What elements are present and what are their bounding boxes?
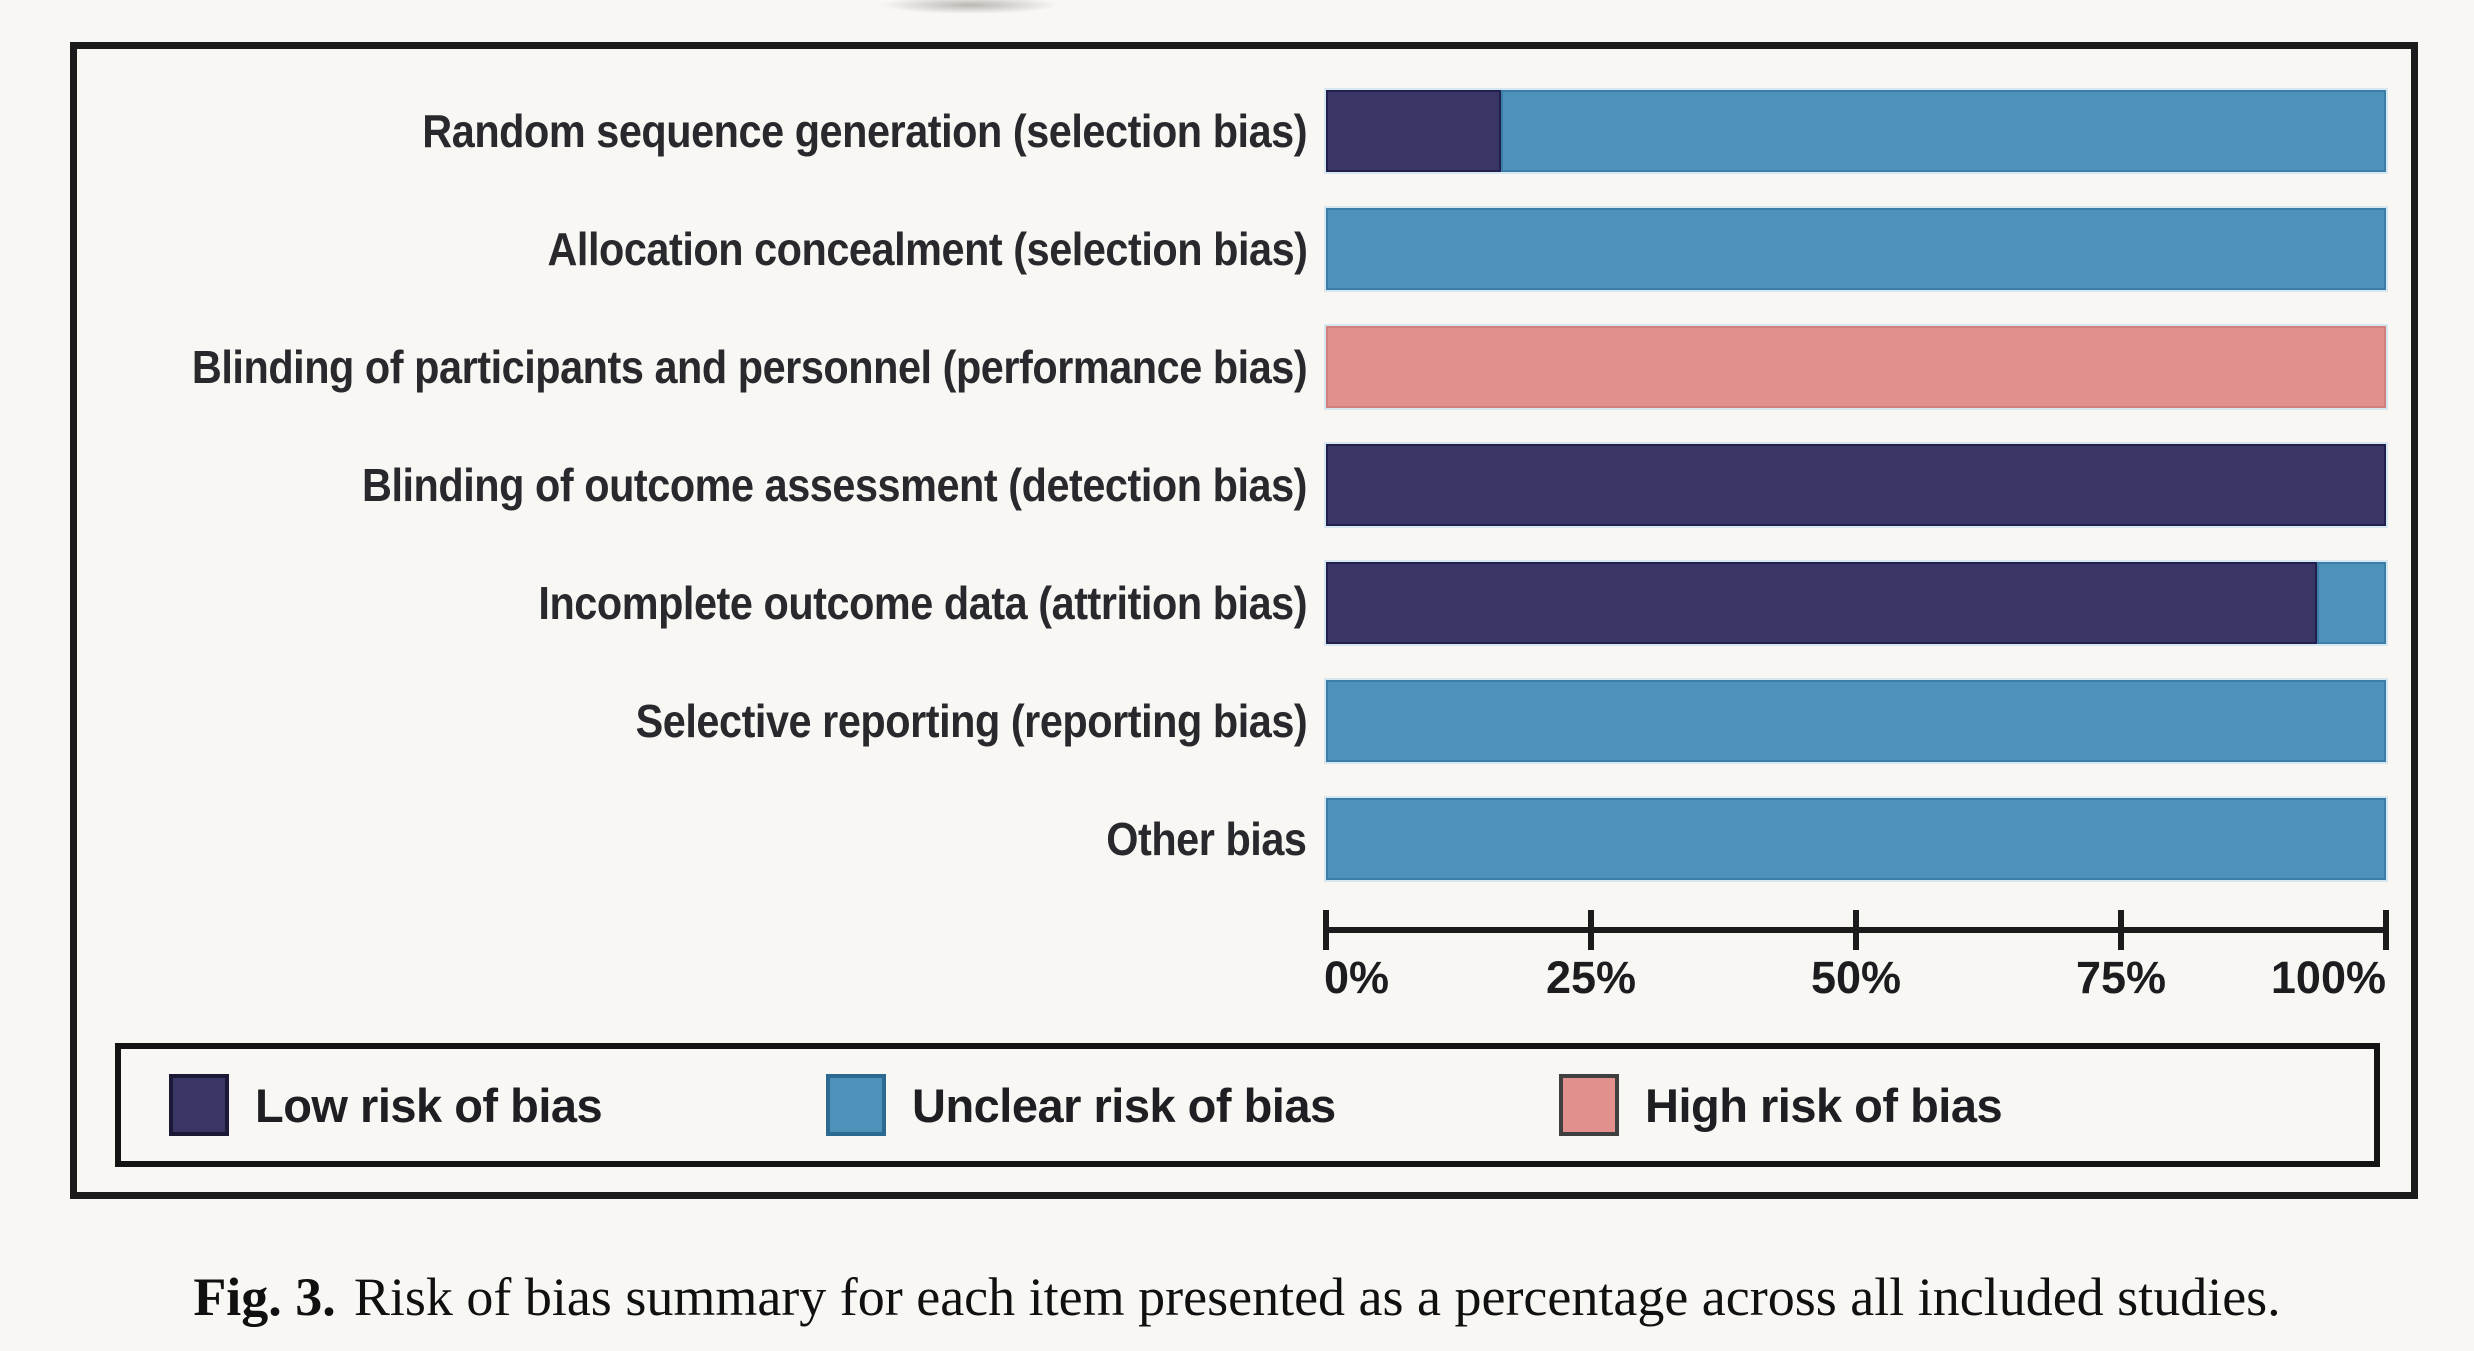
bar-segment-unclear	[1326, 798, 2386, 880]
bar-segment-low	[1326, 444, 2386, 526]
axis-tick-label: 25%	[1545, 952, 1637, 1003]
risk-bar	[1326, 444, 2386, 526]
axis-tick	[2118, 910, 2124, 950]
bar-segment-high	[1326, 326, 2386, 408]
row-label-text: Incomplete outcome data (attrition bias)	[538, 577, 1307, 629]
row-label: Other bias	[90, 798, 1308, 880]
row-label-text: Random sequence generation (selection bi…	[422, 105, 1307, 157]
legend-item-high: High risk of bias	[1559, 1049, 2003, 1161]
axis-tick-label: 100%	[2270, 952, 2386, 1003]
risk-bar	[1326, 798, 2386, 880]
legend-swatch-unclear	[826, 1074, 886, 1136]
bar-segment-unclear	[1500, 90, 2386, 172]
legend-label: Unclear risk of bias	[912, 1078, 1336, 1132]
row-label: Selective reporting (reporting bias)	[90, 680, 1307, 762]
legend-item-unclear: Unclear risk of bias	[826, 1049, 1336, 1161]
bar-segment-unclear	[2317, 562, 2386, 644]
caption-text: Risk of bias summary for each item prese…	[353, 1267, 2281, 1327]
risk-bar	[1326, 680, 2386, 762]
bar-segment-low	[1326, 90, 1501, 172]
row-label: Blinding of participants and personnel (…	[90, 326, 1308, 408]
figure-caption: Fig. 3. Risk of bias summary for each ite…	[0, 1266, 2474, 1328]
axis-tick-label: 0%	[1324, 952, 1390, 1003]
axis-tick-label: 50%	[1810, 952, 1902, 1003]
axis-tick-label: 75%	[2075, 952, 2167, 1003]
bar-segment-low	[1326, 562, 2318, 644]
risk-bar	[1326, 326, 2386, 408]
row-label-text: Allocation concealment (selection bias)	[546, 223, 1307, 275]
legend-label: High risk of bias	[1645, 1078, 2003, 1132]
axis-tick	[1323, 910, 1329, 950]
row-label: Incomplete outcome data (attrition bias)	[90, 562, 1307, 644]
caption-number: Fig. 3.	[193, 1267, 336, 1327]
legend-box: Low risk of bias Unclear risk of bias High…	[115, 1043, 2380, 1167]
row-label: Blinding of outcome assessment (detectio…	[90, 444, 1307, 526]
row-label-text: Blinding of participants and personnel (…	[191, 341, 1308, 393]
scan-artifact	[880, 0, 1060, 14]
bar-segment-unclear	[1326, 680, 2386, 762]
row-label: Random sequence generation (selection bi…	[90, 90, 1307, 172]
bar-segment-unclear	[1326, 208, 2386, 290]
row-label-text: Blinding of outcome assessment (detectio…	[362, 459, 1307, 511]
legend-label: Low risk of bias	[255, 1078, 603, 1132]
axis-tick	[2383, 910, 2389, 950]
row-label-text: Other bias	[1106, 813, 1308, 865]
row-label-text: Selective reporting (reporting bias)	[635, 695, 1307, 747]
legend-item-low: Low risk of bias	[169, 1049, 603, 1161]
legend-swatch-high	[1559, 1074, 1619, 1136]
axis-tick	[1588, 910, 1594, 950]
legend-swatch-low	[169, 1074, 229, 1136]
row-label: Allocation concealment (selection bias)	[90, 208, 1307, 290]
risk-bar	[1326, 562, 2386, 644]
risk-bar	[1326, 208, 2386, 290]
axis-tick	[1853, 910, 1859, 950]
risk-bar	[1326, 90, 2386, 172]
